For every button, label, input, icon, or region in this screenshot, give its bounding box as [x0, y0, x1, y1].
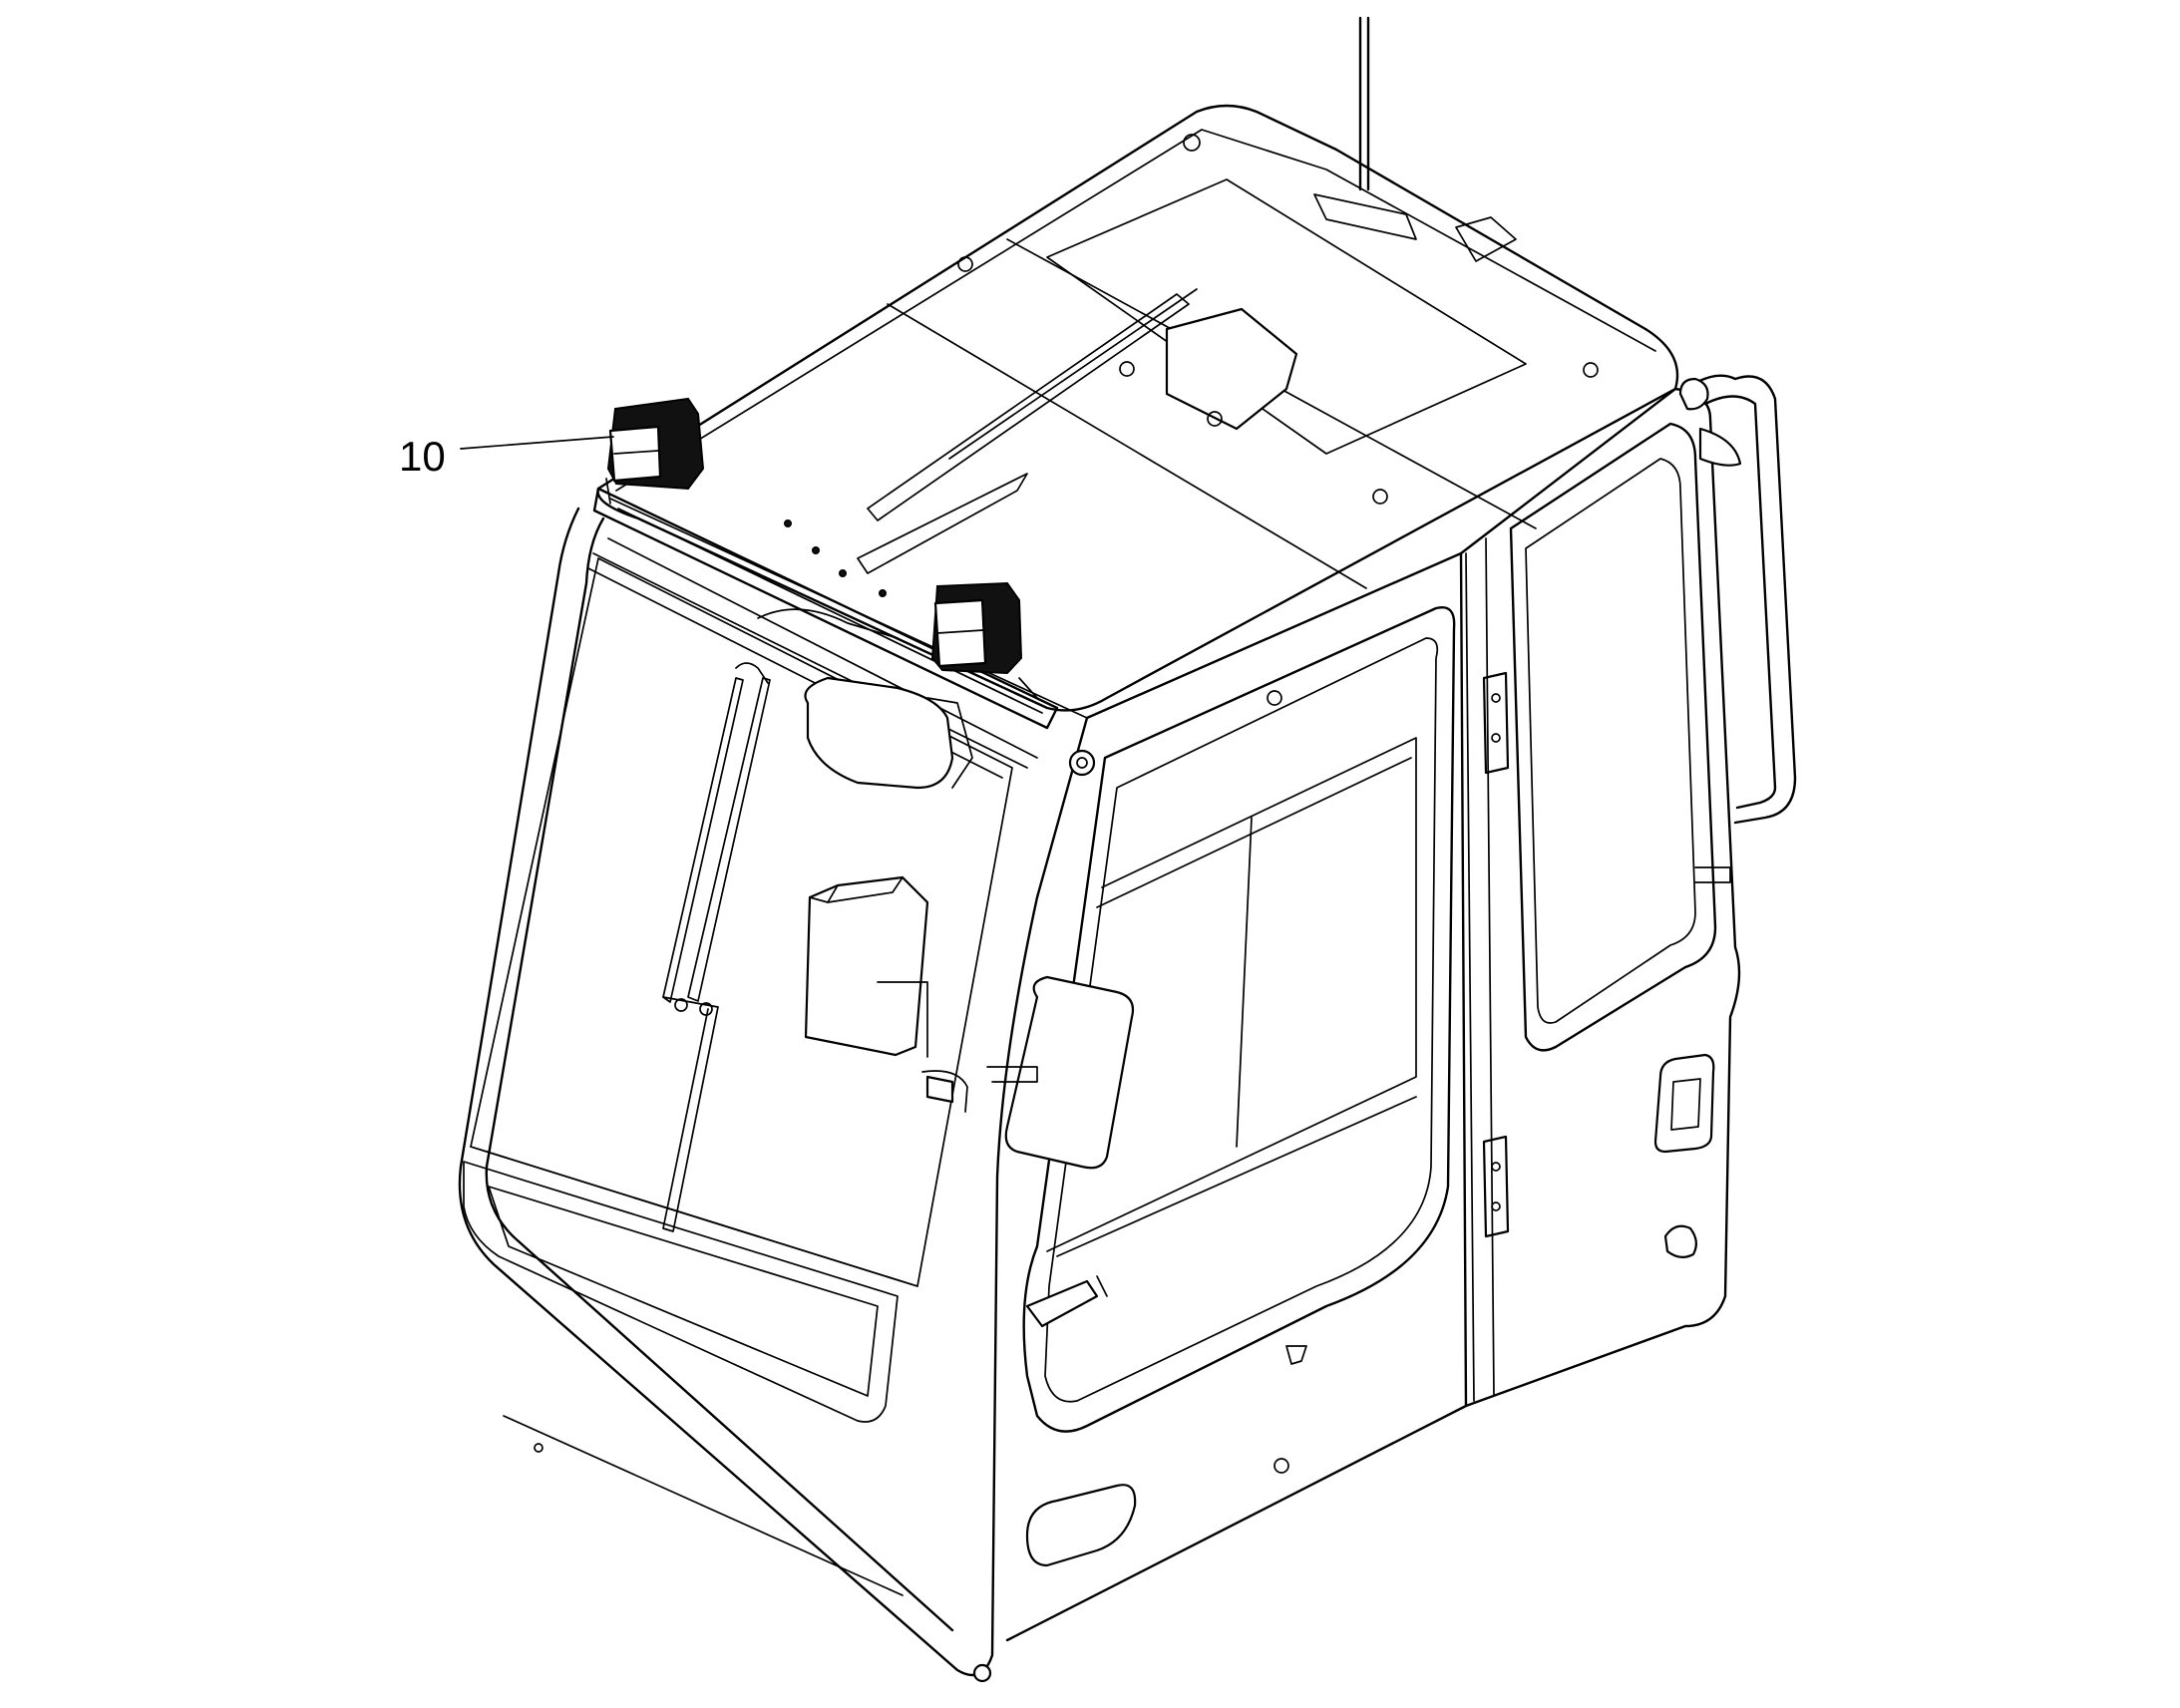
light-bar: [592, 487, 1059, 730]
front-light-housing: [757, 608, 973, 790]
roof: [596, 104, 1679, 712]
interior-box: [804, 875, 929, 1058]
callout-10: 10: [399, 433, 614, 480]
work-lamp-right: [930, 581, 1038, 699]
callout-label: 10: [399, 433, 446, 480]
roof-wiper: [857, 288, 1298, 574]
door: [1005, 551, 1468, 1642]
side-mirror: [921, 975, 1135, 1170]
door-hinge-lower: [1482, 1135, 1510, 1238]
door-hinge-upper: [1482, 671, 1510, 775]
roof-bolt-front: [1068, 749, 1096, 777]
front-wiper: [662, 662, 771, 1232]
front-frame: [458, 498, 1089, 1677]
antenna-icon: [1313, 16, 1517, 262]
rear-side-panel: [1459, 387, 1741, 1408]
grab-handle: [1678, 374, 1797, 883]
work-lamp-left: [605, 397, 705, 505]
bottom-bolt: [972, 1663, 992, 1683]
